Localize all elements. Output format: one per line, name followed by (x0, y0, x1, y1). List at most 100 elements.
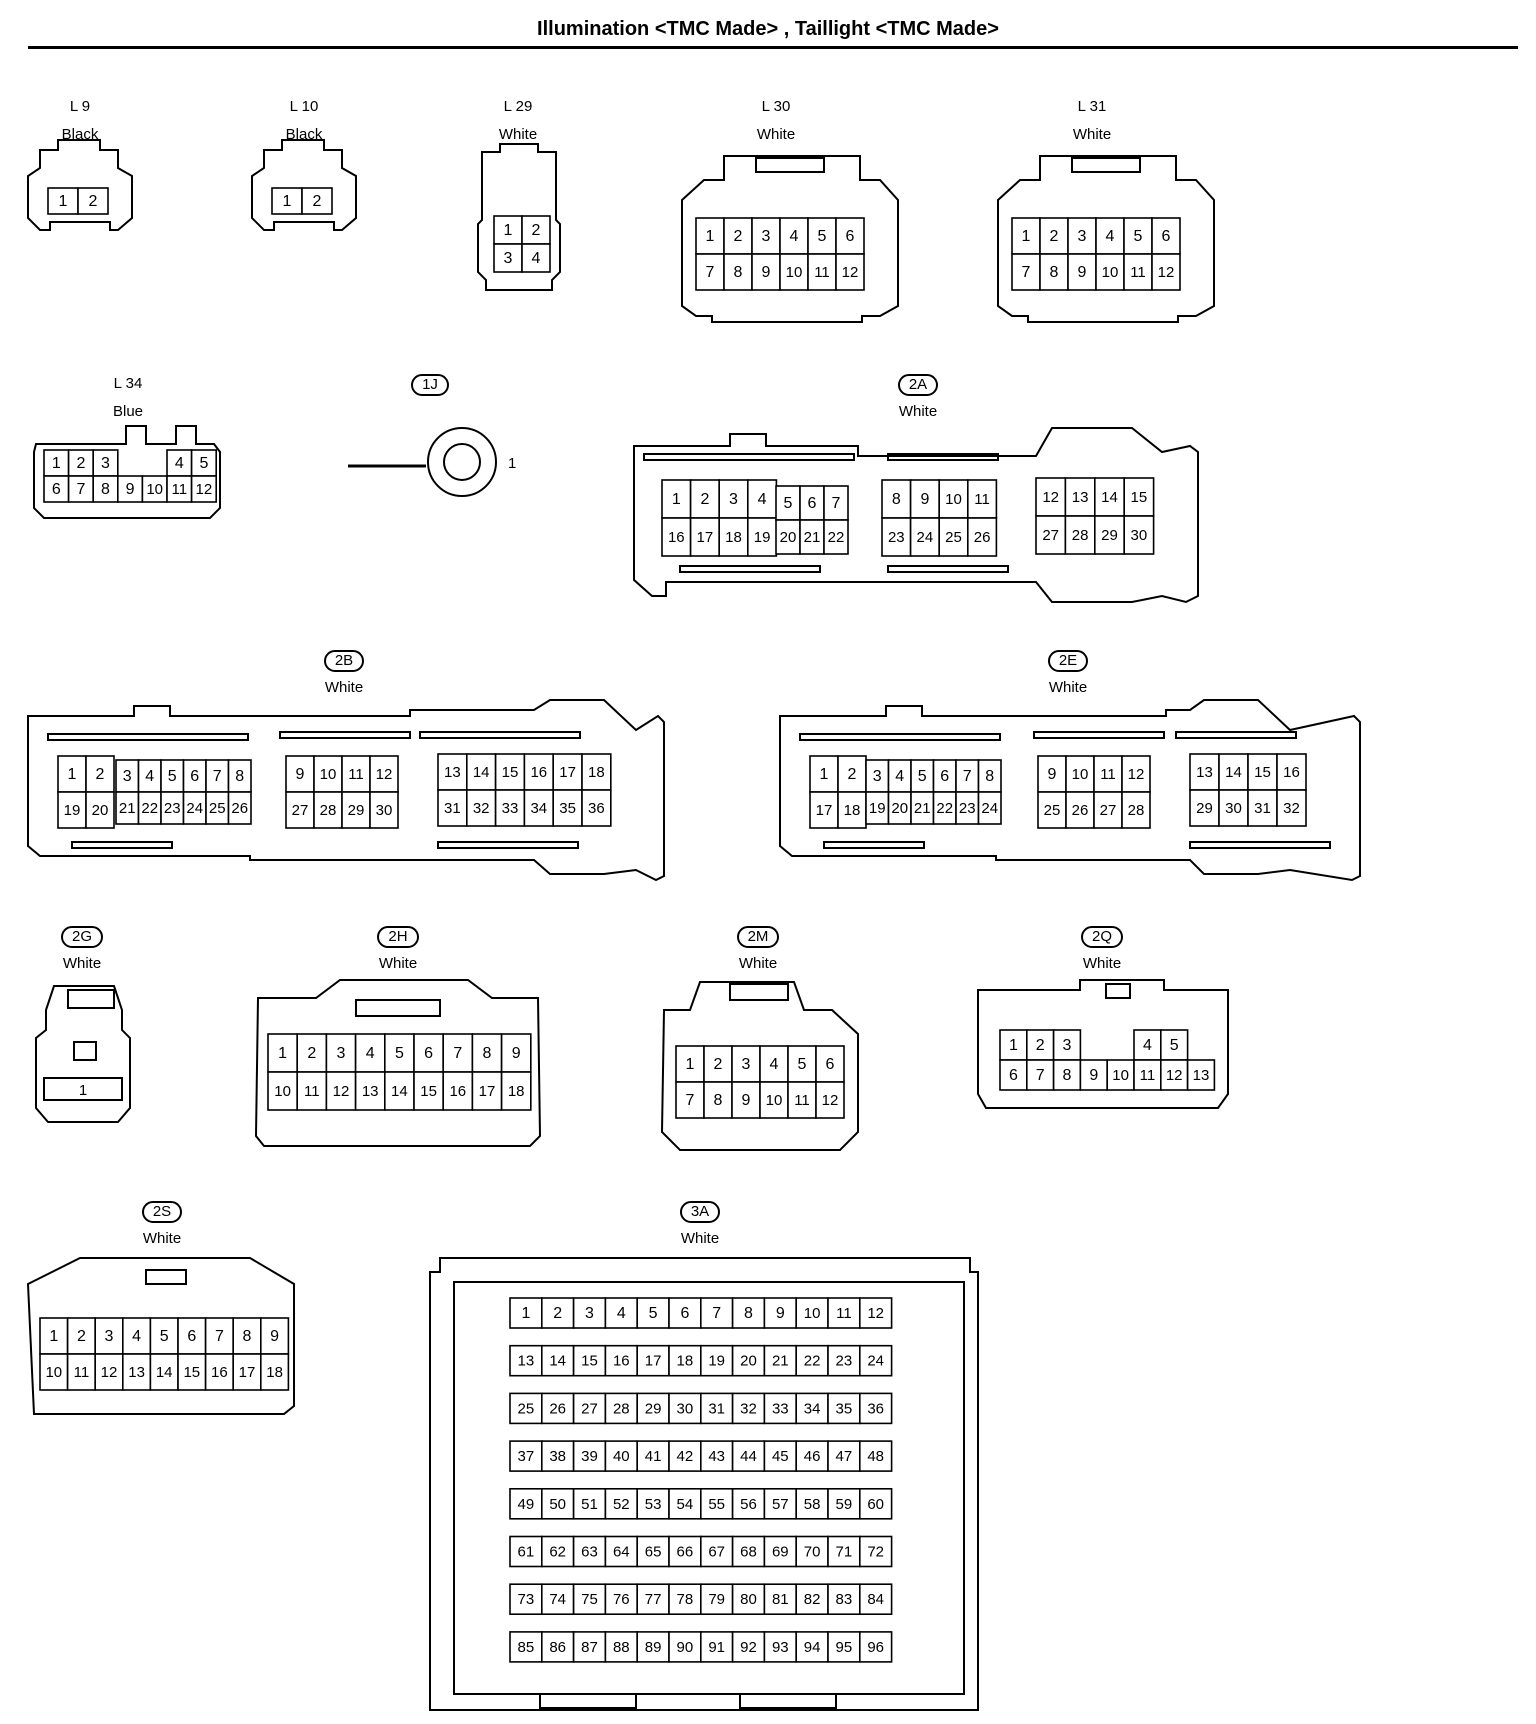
pin-cell (66, 1353, 96, 1391)
pin-number: 10 (786, 264, 803, 281)
pin-number: 5 (1170, 1037, 1179, 1054)
connector-2h-housing (254, 979, 542, 1147)
rail (643, 453, 855, 461)
pin-cell (779, 217, 809, 255)
pin-cell (413, 1071, 445, 1111)
pin-cell (699, 1344, 734, 1377)
pin-number: 59 (836, 1496, 853, 1513)
pin-number: 2 (77, 1328, 86, 1345)
pin-number: 4 (770, 1056, 779, 1073)
pin-cell (668, 1297, 702, 1329)
pin-number: 11 (1140, 1067, 1156, 1084)
connector-2s-housing (26, 1257, 295, 1415)
pin-cell (540, 1488, 575, 1520)
pin-number: 6 (1162, 228, 1171, 245)
connector-l34-housing (33, 425, 221, 519)
pin-cell (827, 1392, 861, 1425)
pin-number: 94 (804, 1639, 821, 1656)
pin-number: 66 (677, 1544, 694, 1561)
pin-number: 19 (869, 800, 886, 817)
pin-number: 5 (160, 1328, 169, 1345)
connector-color-2a: White (898, 403, 938, 420)
pin-number: 6 (187, 1328, 196, 1345)
pin-number: 68 (740, 1544, 757, 1561)
pin-number: 5 (784, 495, 793, 512)
pin-cell (1094, 515, 1126, 555)
pin-number: 13 (1193, 1067, 1210, 1084)
pin-cell (604, 1297, 639, 1329)
pin-number: 2 (714, 1056, 723, 1073)
pin-number: 13 (128, 1364, 145, 1381)
pin-number: 15 (581, 1353, 598, 1370)
pin-number: 32 (740, 1400, 757, 1417)
pin-number: 7 (213, 768, 222, 785)
pin-cell (259, 1353, 290, 1391)
pin-cell (296, 1071, 328, 1111)
pin-number: 4 (175, 455, 184, 472)
pin-number: 39 (581, 1448, 598, 1465)
connector-badge-2h: 2H (318, 926, 478, 948)
pin-number: 63 (581, 1544, 598, 1561)
pin-number: 36 (588, 800, 605, 817)
pin-number: 93 (772, 1639, 789, 1656)
pin-cell (521, 243, 551, 273)
pin-cell (509, 1583, 543, 1615)
pin-cell (285, 791, 315, 829)
pin-number: 1 (278, 1045, 287, 1062)
latch (729, 983, 789, 1001)
pin-number: 58 (804, 1496, 821, 1513)
pin-number: 4 (758, 491, 767, 508)
pin-number: 18 (588, 764, 605, 781)
pin-cell (827, 1297, 861, 1329)
pin-number: 54 (677, 1496, 694, 1513)
pin-number: 2 (700, 491, 709, 508)
pin-number: 5 (649, 1305, 658, 1322)
pin-number: 17 (559, 764, 576, 781)
pin-cell (92, 449, 119, 477)
pin-cell (1123, 515, 1155, 555)
latch (755, 157, 825, 173)
pin-number: 22 (828, 529, 845, 546)
pin-number: 67 (708, 1544, 725, 1561)
pin-number: 4 (790, 228, 799, 245)
rail (419, 731, 581, 739)
connector-label-l30: L 30 (761, 98, 791, 115)
pin-number: 56 (740, 1496, 757, 1513)
pin-cell (795, 1535, 829, 1568)
connector-color-l9: Black (61, 126, 99, 143)
pin-number: 31 (708, 1400, 725, 1417)
pin-number: 64 (613, 1544, 630, 1561)
pin-cell (572, 1392, 607, 1425)
pin-cell (232, 1317, 262, 1355)
pin-number: 12 (333, 1083, 350, 1100)
pin-cell (494, 789, 526, 827)
pin-number: 9 (762, 264, 771, 281)
pin-number: 15 (420, 1083, 437, 1100)
connector-l29-housing (477, 143, 561, 291)
pin-cell (775, 519, 801, 555)
connector-2q-housing (977, 979, 1229, 1109)
connector-l30-housing (681, 155, 899, 323)
pin-number: 24 (981, 800, 998, 817)
pin-number: 89 (645, 1639, 662, 1656)
pin-number: 8 (734, 264, 743, 281)
pin-cell (731, 1344, 766, 1377)
pin-number: 2 (1050, 228, 1059, 245)
connector-3a-inner (453, 1281, 965, 1695)
pin-number: 14 (1225, 764, 1242, 781)
pin-number: 7 (963, 768, 972, 785)
pin-cell (1189, 753, 1220, 791)
pin-number: 35 (836, 1400, 853, 1417)
pin-number: 1 (504, 222, 513, 239)
pin-number: 10 (146, 481, 163, 498)
pin-number: 96 (867, 1639, 884, 1656)
pin-number: 20 (891, 800, 908, 817)
pin-number: 24 (867, 1353, 884, 1370)
pin-cell (500, 1071, 532, 1111)
pin-cell (695, 217, 725, 255)
connector-color-2b: White (324, 679, 364, 696)
pin-number: 45 (772, 1448, 789, 1465)
connector-color-l31: White (1072, 126, 1112, 143)
pin-cell (1186, 1059, 1216, 1091)
pin-number: 1 (283, 193, 292, 210)
